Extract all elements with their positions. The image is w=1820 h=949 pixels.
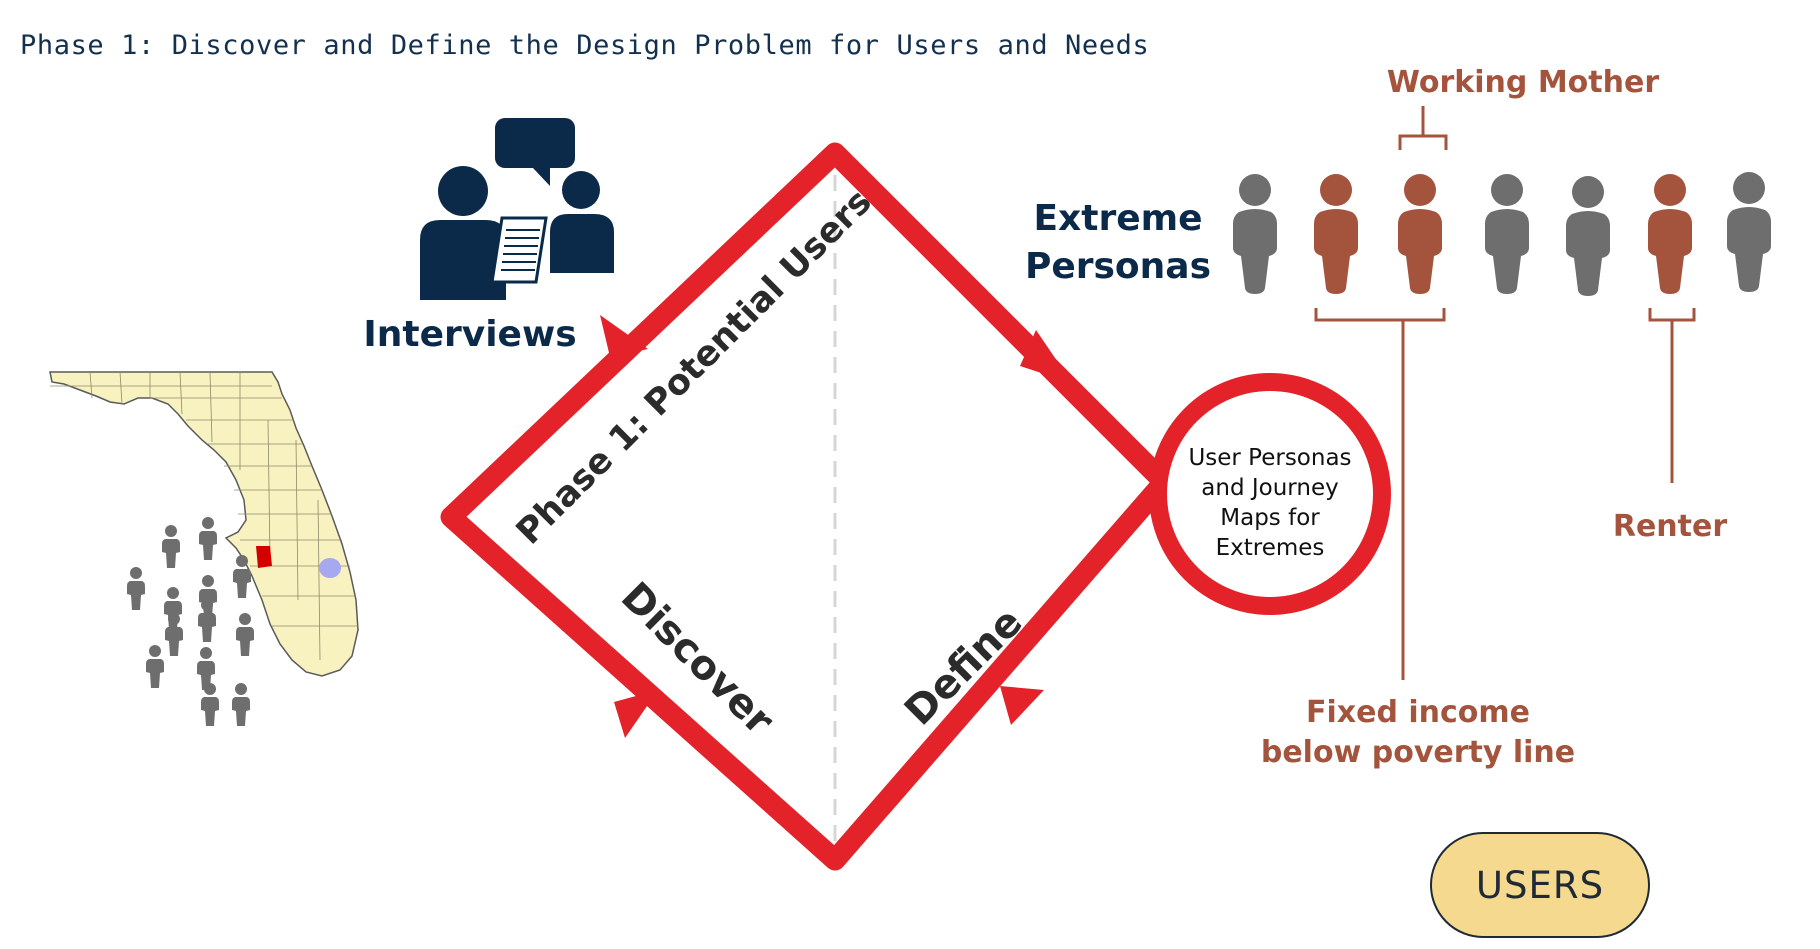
outcome-line-2: and Journey <box>1201 475 1338 501</box>
outcome-line-3: Maps for <box>1220 505 1320 531</box>
personas-label-2: Personas <box>1025 246 1211 287</box>
working-mother-label: Working Mother <box>1387 65 1659 100</box>
persona-figure <box>1485 174 1529 294</box>
arrow-down-icon <box>614 690 658 738</box>
arrow-up-icon <box>600 315 648 357</box>
arrow-up-icon <box>1000 686 1044 725</box>
fixed-income-label-2: below poverty line <box>1261 735 1575 770</box>
map-figures <box>127 517 254 726</box>
persona-figure <box>1398 174 1442 294</box>
renter-label: Renter <box>1613 509 1727 544</box>
interviews-label: Interviews <box>363 314 576 355</box>
outcome-line-4: Extremes <box>1216 535 1325 561</box>
persona-figure <box>1314 174 1358 294</box>
persona-figure <box>1727 172 1771 292</box>
florida-map-icon <box>49 371 359 677</box>
arrow-down-icon <box>1020 330 1072 383</box>
users-button[interactable]: USERS <box>1430 832 1650 938</box>
outcome-line-1: User Personas <box>1188 445 1351 471</box>
page-title: Phase 1: Discover and Define the Design … <box>20 30 1150 61</box>
persona-figure <box>1648 174 1692 294</box>
outcome-circle <box>1149 373 1391 615</box>
persona-figures <box>1233 172 1771 296</box>
personas-label-1: Extreme <box>1033 198 1202 239</box>
persona-figure <box>1566 176 1610 296</box>
annotation-brackets <box>1314 106 1696 680</box>
interview-icon <box>420 118 614 300</box>
double-diamond <box>440 142 1175 871</box>
persona-figure <box>1233 174 1277 294</box>
fixed-income-label-1: Fixed income <box>1306 695 1530 730</box>
